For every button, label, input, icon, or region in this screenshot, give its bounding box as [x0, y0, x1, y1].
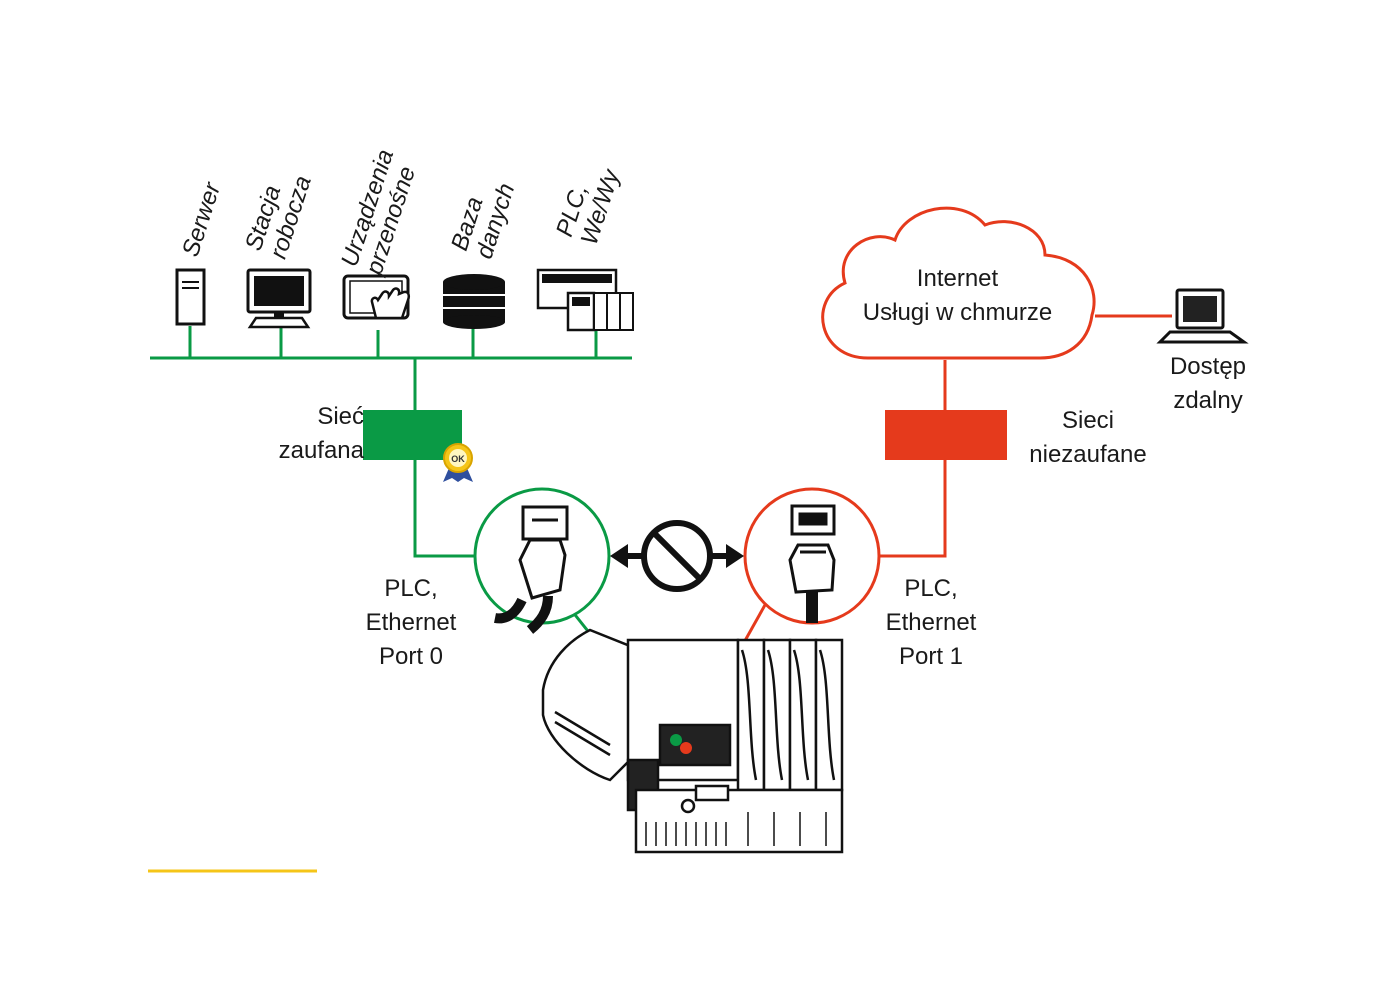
cloud-icon: [821, 206, 1096, 360]
database-icon: [443, 274, 505, 329]
plc-io-icon: [536, 268, 634, 332]
ok-badge-icon: OK: [443, 443, 473, 482]
svg-text:OK: OK: [451, 454, 465, 464]
server-icon: [175, 268, 206, 326]
plc-device: [541, 628, 844, 854]
laptop-icon: [1156, 288, 1249, 344]
port1-magnifier: [743, 487, 881, 625]
port0-magnifier: [473, 487, 611, 634]
port0-dot: [670, 734, 682, 746]
untrusted-link-line: [880, 460, 947, 558]
trusted-link-line: [413, 460, 475, 558]
workstation-icon: [246, 268, 312, 329]
tablet-icon: [342, 274, 411, 320]
no-entry-icon: [610, 520, 744, 592]
port1-dot: [680, 742, 692, 754]
untrusted-firewall-block: [885, 410, 1007, 460]
